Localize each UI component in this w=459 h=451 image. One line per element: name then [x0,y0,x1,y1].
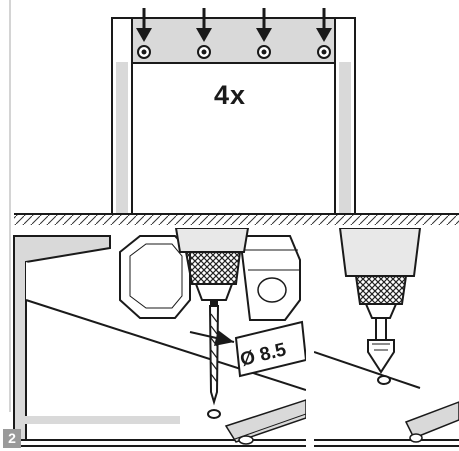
screw-1 [136,8,152,59]
screw-3 [256,8,272,59]
ceiling-hatch [14,215,459,225]
drill-panel: Ø 8.5 [13,228,306,447]
quantity-label: 4x [214,80,246,110]
drill [174,228,250,406]
screw-4 [316,8,332,59]
countersunk-hole [377,375,391,385]
countersink-drill [338,228,422,374]
screw-2 [196,8,212,59]
step-number-badge: 2 [3,429,21,448]
countersink-panel [314,228,459,447]
margin-line [9,0,11,412]
mounting-rail [111,17,356,64]
diameter-callout: Ø 8.5 [189,320,306,378]
panel-divider [306,226,314,451]
top-mounting-panel: 4x [14,8,459,225]
octagon-tube [119,235,191,319]
